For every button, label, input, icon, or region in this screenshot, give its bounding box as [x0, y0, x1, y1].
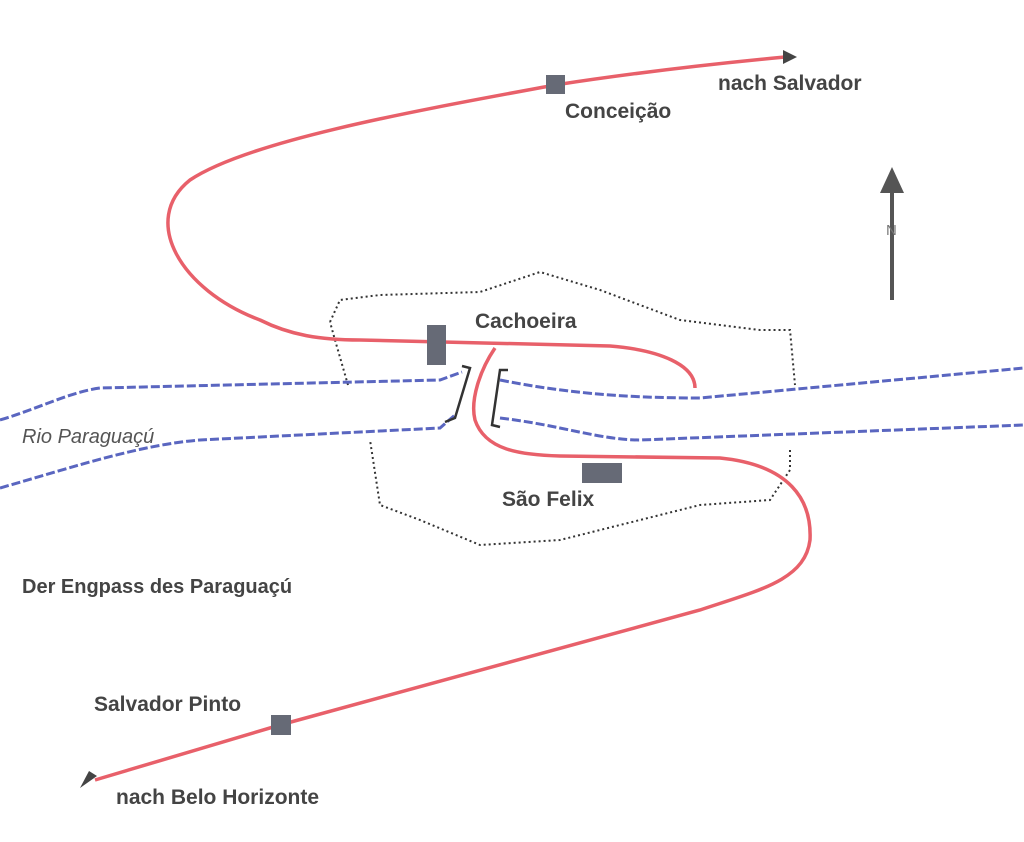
conceicao-label: Conceição	[565, 100, 672, 123]
arrow-to-belo-horizonte-icon	[80, 771, 97, 788]
sao-felix-marker	[582, 463, 622, 483]
salvador-pinto-marker	[271, 715, 291, 735]
cachoeira-marker	[427, 325, 446, 365]
to-belo-horizonte-label: nach Belo Horizonte	[116, 786, 320, 809]
to-salvador-label: nach Salvador	[718, 72, 862, 95]
north-arrow-head-icon	[880, 167, 904, 193]
sao-felix-label: São Felix	[502, 488, 595, 511]
arrow-to-salvador-icon	[783, 50, 797, 64]
cachoeira-label: Cachoeira	[475, 310, 577, 333]
salvador-pinto-label: Salvador Pinto	[94, 693, 242, 716]
road	[94, 55, 812, 782]
river-label: Rio Paraguaçú	[22, 426, 155, 448]
map-title: Der Engpass des Paraguaçú	[22, 576, 293, 598]
river-paraguacu	[0, 366, 1024, 490]
north-label: N	[886, 222, 897, 239]
conceicao-marker	[546, 75, 565, 94]
bridge-icon	[444, 364, 508, 429]
